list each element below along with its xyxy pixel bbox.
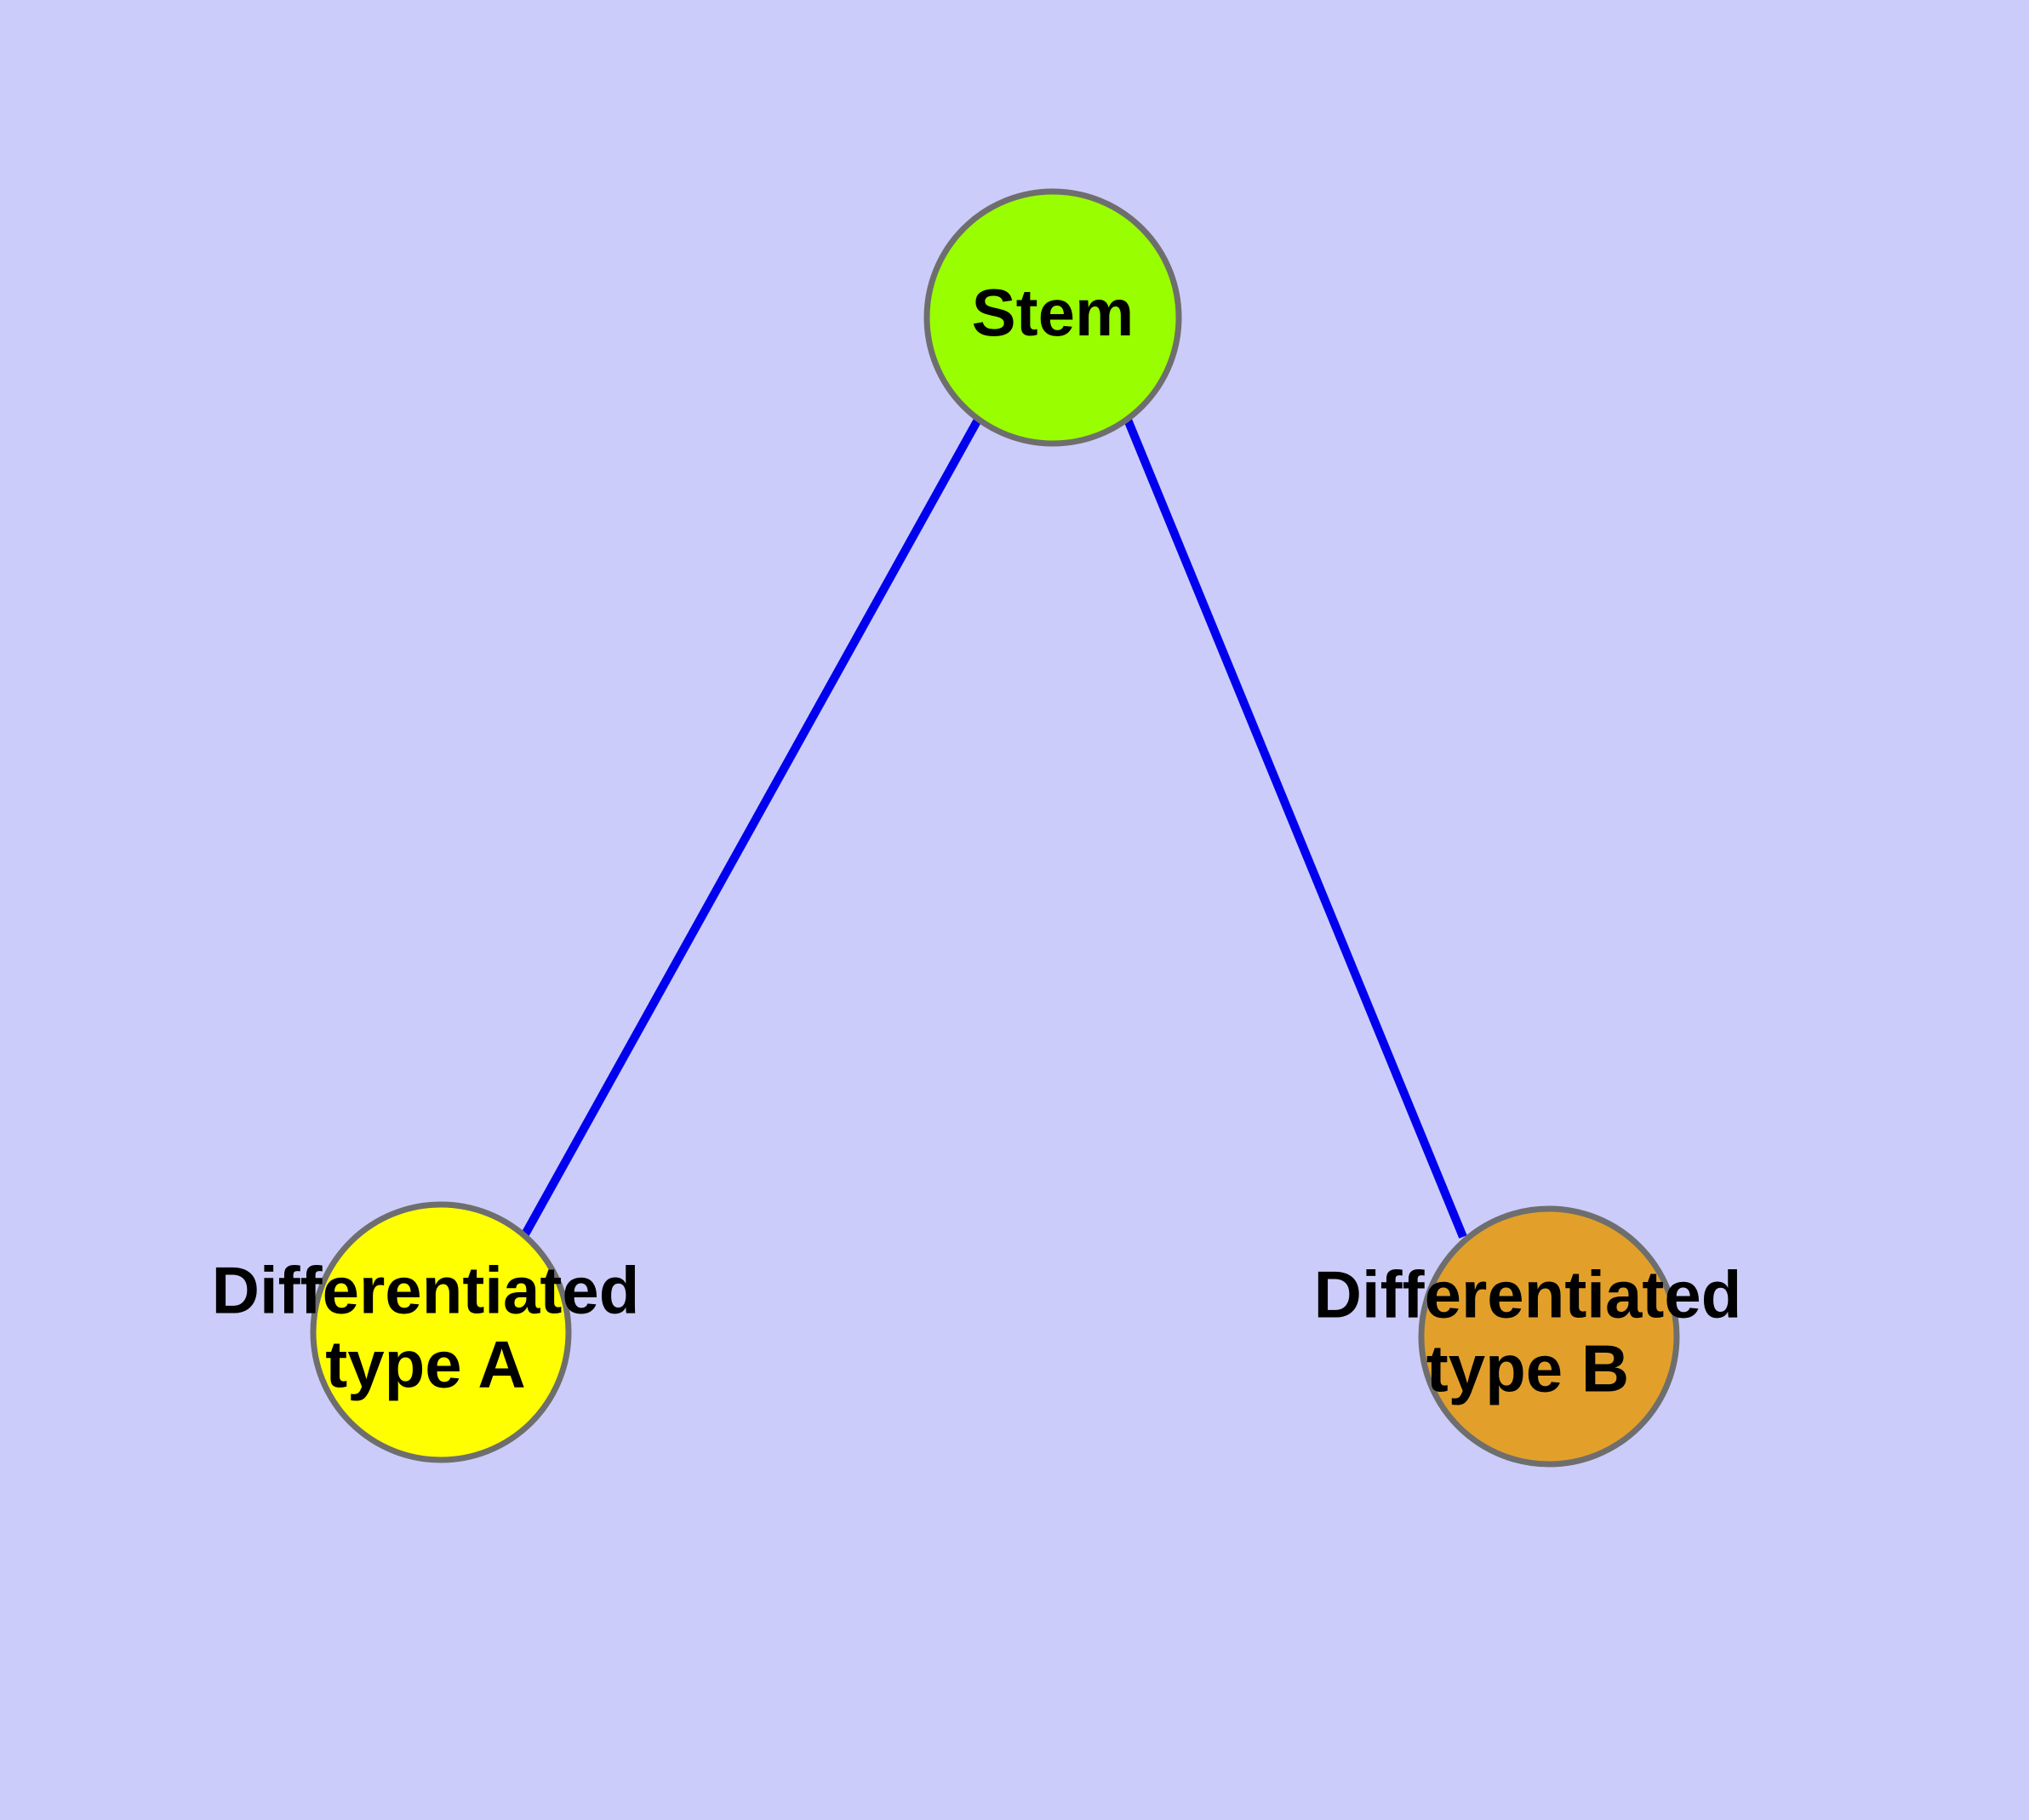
node-label-line: type A — [325, 1326, 526, 1401]
node-diff-b[interactable] — [1418, 1205, 1680, 1468]
node-stem-label: Stem — [972, 275, 1135, 350]
edge-stem-to-diff-b[interactable] — [1123, 418, 1467, 1239]
node-diff-a-circle[interactable] — [310, 1201, 572, 1463]
node-diff-a[interactable] — [310, 1201, 572, 1463]
node-label-line: Differentiated — [212, 1252, 640, 1327]
node-layer — [310, 188, 1680, 1468]
node-label-line: Differentiated — [1314, 1256, 1742, 1331]
edge-stem-to-diff-a[interactable] — [521, 417, 982, 1237]
node-stem-circle[interactable] — [923, 188, 1182, 447]
node-stem[interactable] — [923, 188, 1182, 447]
edge-layer — [521, 417, 1467, 1239]
node-diff-b-circle[interactable] — [1418, 1205, 1680, 1468]
node-label-line: type B — [1426, 1331, 1629, 1405]
node-label-line: Stem — [972, 275, 1135, 350]
